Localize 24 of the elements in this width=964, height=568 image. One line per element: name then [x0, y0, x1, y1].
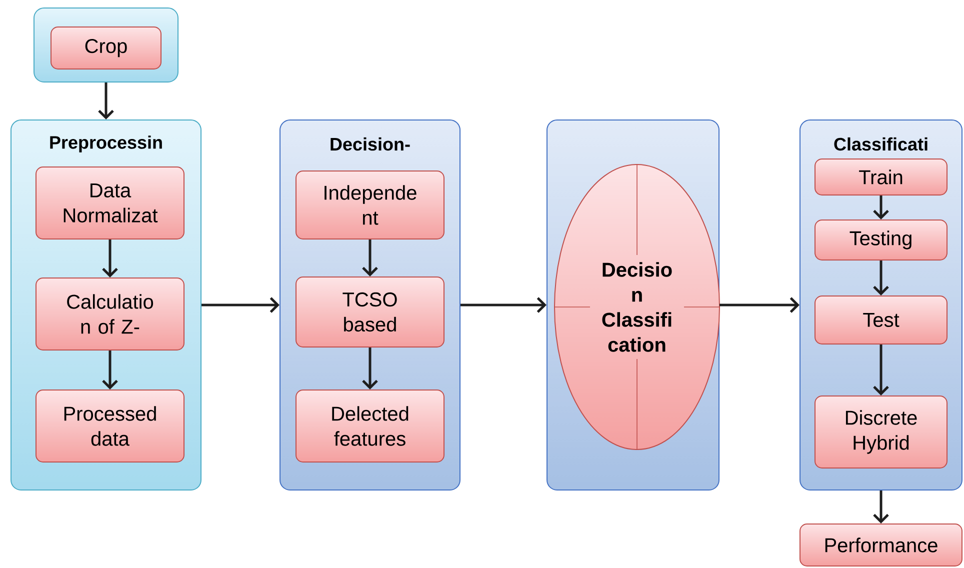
process-box: Calculatio n of Z- — [36, 278, 184, 350]
process-box: Data Normalizat — [36, 166, 184, 240]
process-box: Independe nt — [296, 170, 444, 240]
arrow — [720, 297, 800, 313]
arrow — [873, 260, 889, 296]
process-box: Crop — [50, 26, 162, 70]
arrow — [873, 490, 889, 524]
arrow — [202, 297, 280, 313]
process-box: Delected features — [296, 390, 444, 462]
arrow — [102, 240, 118, 278]
arrow — [460, 297, 546, 313]
process-box: Processed data — [36, 390, 184, 462]
process-box: Discrete Hybrid — [814, 396, 948, 468]
process-box: Testing — [814, 220, 948, 260]
process-box: Train — [814, 158, 948, 196]
arrow — [362, 240, 378, 276]
process-box: Performance — [800, 524, 962, 566]
process-box: Test — [814, 296, 948, 344]
process-box: TCSO based — [296, 276, 444, 348]
arrow — [873, 196, 889, 220]
arrow — [102, 350, 118, 390]
arrow — [873, 344, 889, 396]
arrow — [98, 82, 114, 120]
arrow — [362, 348, 378, 390]
